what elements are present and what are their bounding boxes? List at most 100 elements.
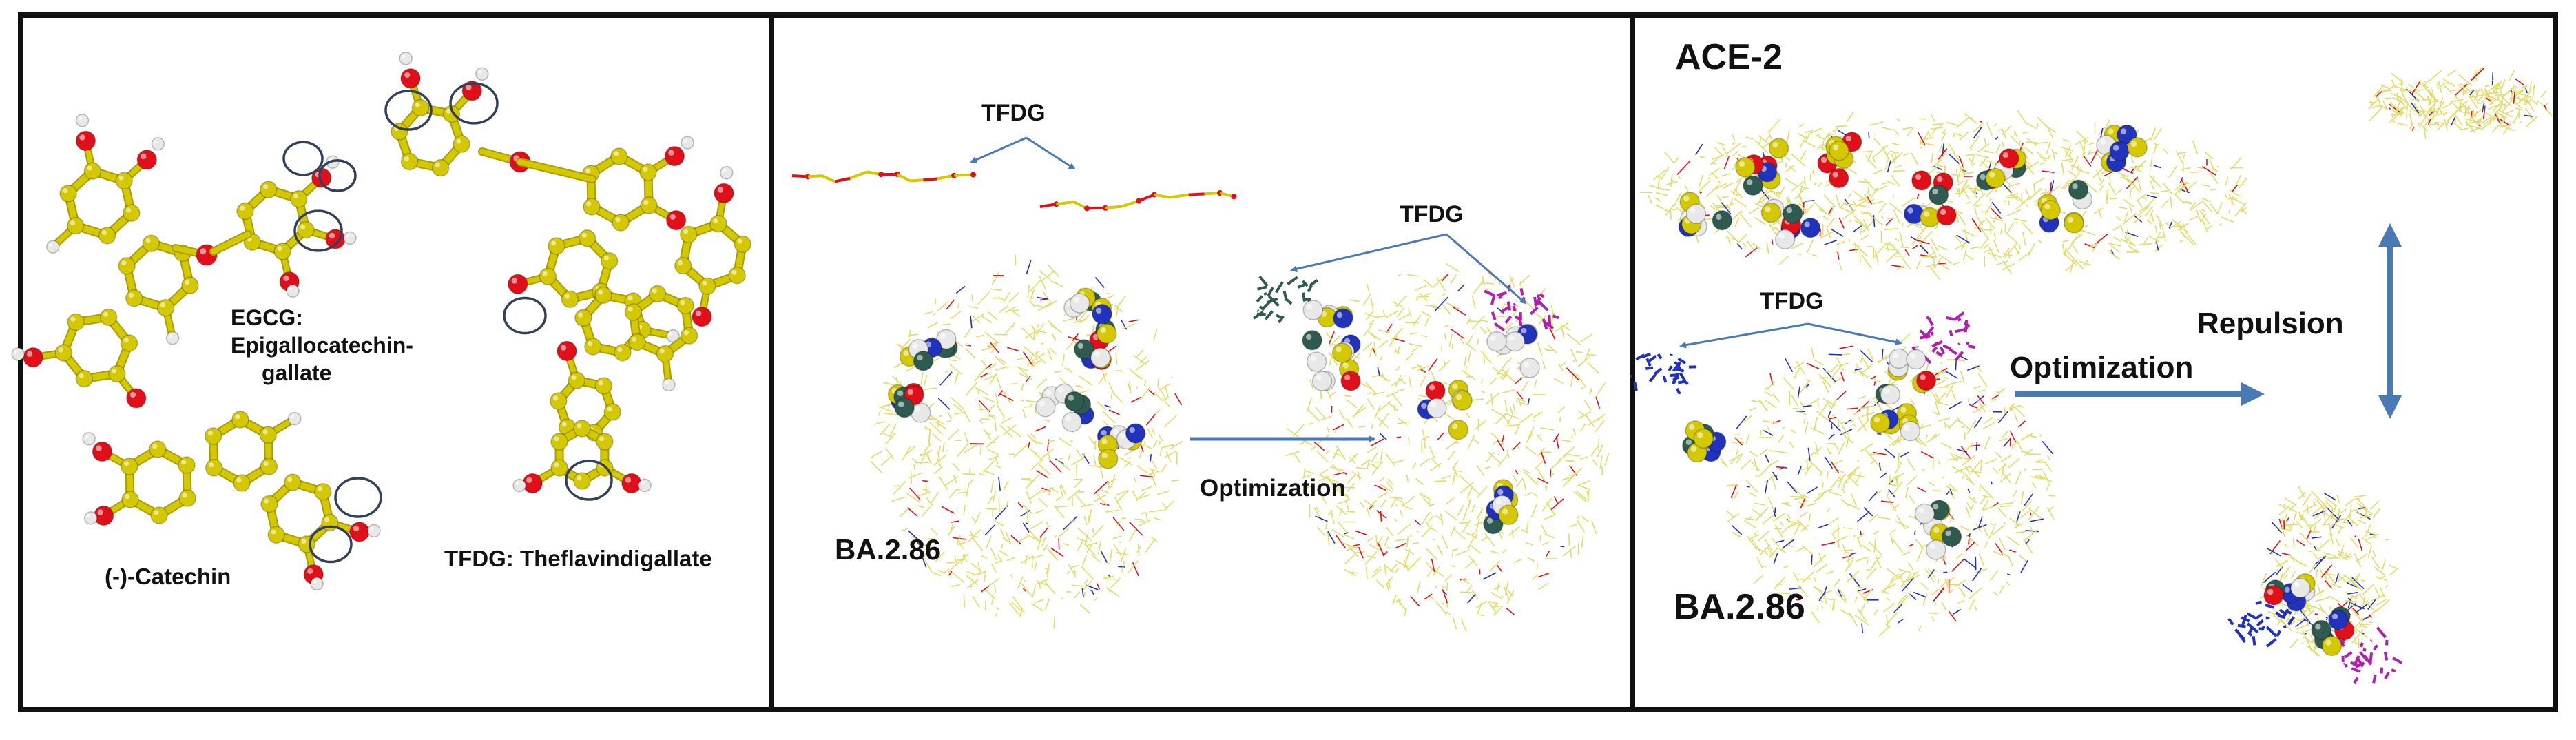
protein-bond — [2050, 180, 2055, 192]
protein-bond — [2271, 522, 2283, 534]
protein-bond — [1989, 523, 1997, 526]
protein-bond — [1129, 521, 1143, 536]
oxygen-atom — [23, 347, 43, 368]
protein-bond — [2009, 135, 2024, 149]
protein-bond — [989, 362, 997, 369]
protein-bond — [1034, 599, 1044, 604]
protein-bond — [977, 402, 982, 410]
carbon-atom-shine — [737, 238, 742, 244]
protein-bond — [1396, 436, 1401, 438]
protein-bond — [2481, 90, 2489, 99]
protein-bond — [1918, 626, 1922, 631]
carbon-atom — [231, 411, 249, 429]
protein-bond — [1698, 174, 1704, 188]
ligand-bond — [2275, 611, 2281, 617]
protein-bond — [1856, 460, 1860, 462]
protein-bond — [1497, 392, 1500, 395]
protein-bond — [1030, 602, 1043, 612]
protein-bond — [1471, 315, 1486, 330]
protein-bond — [1067, 489, 1081, 501]
ligand-bond — [1681, 378, 1689, 386]
protein-bond — [1096, 583, 1101, 590]
protein-bond — [2325, 570, 2336, 584]
space-fill-atom-shine — [1716, 214, 1722, 220]
protein-bond — [986, 404, 995, 412]
protein-bond — [1465, 412, 1471, 418]
space-fill-atom — [913, 351, 934, 371]
protein-bond — [1789, 442, 1794, 449]
protein-bond — [1516, 391, 1524, 400]
protein-bond — [1466, 376, 1473, 378]
protein-bond — [1967, 365, 1980, 371]
protein-bond — [1749, 207, 1760, 214]
protein-bond — [2359, 623, 2371, 626]
protein-bond — [1133, 355, 1147, 365]
protein-bond — [996, 376, 1002, 391]
protein-bond — [1984, 248, 1994, 253]
protein-bond — [1579, 456, 1589, 460]
protein-bond — [1796, 519, 1809, 531]
carbon-atom-shine — [112, 368, 117, 373]
carbon-atom-shine — [126, 207, 132, 213]
protein-bond — [2470, 110, 2473, 122]
protein-bond — [2123, 211, 2129, 223]
protein-bond — [1856, 511, 1870, 522]
protein-bond — [1327, 533, 1330, 546]
protein-bond — [1828, 353, 1842, 356]
space-fill-atom — [1302, 300, 1324, 320]
oxygen-atom-shine — [97, 509, 103, 515]
protein-bond — [1768, 546, 1779, 559]
protein-bond — [1037, 538, 1041, 550]
protein-bond — [2071, 234, 2083, 243]
protein-bond — [2099, 185, 2104, 192]
protein-bond — [1490, 550, 1500, 555]
protein-bond — [1114, 302, 1121, 311]
protein-bond — [1966, 420, 1977, 434]
protein-bond — [1501, 369, 1515, 383]
protein-bond — [912, 458, 918, 463]
protein-bond — [1371, 424, 1374, 429]
protein-bond — [1133, 477, 1136, 483]
protein-bond — [947, 526, 955, 537]
carbon-atom-shine — [160, 302, 166, 308]
protein-bond — [1493, 322, 1498, 330]
protein-bond — [1136, 386, 1139, 389]
space-fill-atom — [1333, 308, 1353, 329]
space-fill-atom-shine — [1907, 207, 1913, 214]
protein-bond — [2353, 572, 2361, 586]
ligand-bond — [2276, 630, 2282, 637]
protein-bond — [1982, 422, 1995, 430]
protein-bond — [878, 409, 882, 416]
protein-bond — [922, 480, 928, 482]
protein-bond — [1972, 496, 1976, 501]
protein-bond — [1779, 466, 1785, 471]
protein-bond — [1527, 398, 1530, 405]
protein-bond — [2024, 528, 2039, 542]
ligand-bond — [2265, 616, 2270, 620]
protein-bond — [1873, 158, 1876, 163]
carbon-atom-shine — [588, 341, 593, 347]
protein-bond — [1490, 432, 1504, 444]
protein-bond — [995, 613, 998, 617]
protein-bond — [2335, 573, 2339, 584]
protein-bond — [2017, 511, 2019, 517]
ace2-protein-small — [2368, 67, 2553, 139]
protein-bond — [1971, 459, 1982, 473]
protein-bond — [1054, 371, 1061, 373]
tfdg-molecule — [391, 52, 752, 494]
protein-bond — [1467, 535, 1475, 551]
protein-bond — [1113, 544, 1123, 557]
protein-bond — [2084, 243, 2095, 249]
protein-bond — [2044, 460, 2053, 473]
protein-bond — [1725, 236, 1736, 240]
oxygen-atom — [126, 388, 147, 409]
protein-bond — [954, 555, 957, 564]
protein-bond — [2090, 150, 2098, 163]
protein-bond — [1083, 516, 1088, 525]
protein-bond — [2485, 97, 2491, 102]
protein-bond — [2298, 491, 2306, 500]
protein-bond — [2389, 567, 2399, 576]
protein-bond — [1787, 520, 1802, 526]
ligand-bond — [953, 173, 974, 177]
protein-bond — [1710, 205, 1718, 211]
